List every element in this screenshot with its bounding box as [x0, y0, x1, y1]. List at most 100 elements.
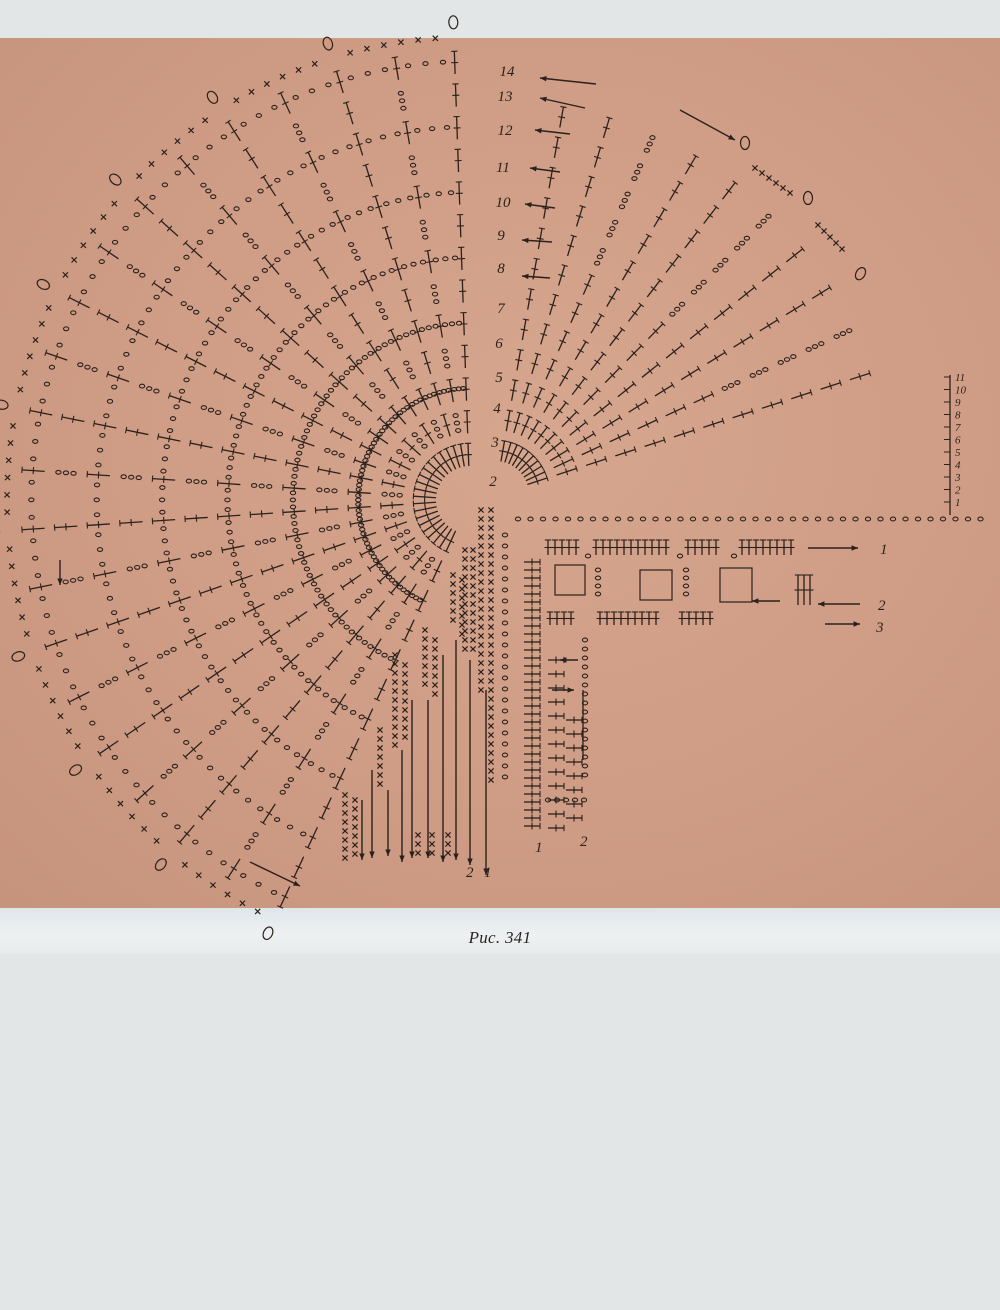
chain-stitch-symbol — [448, 321, 456, 327]
chain-stitch-symbol — [240, 342, 248, 348]
chain-stitch-symbol — [430, 391, 438, 397]
single-crochet-symbol — [391, 651, 399, 659]
chain-stitch-symbol — [173, 266, 181, 272]
chain-stitch-symbol — [166, 428, 174, 434]
chain-stitch-symbol — [362, 536, 369, 542]
arrow-head — [522, 237, 529, 244]
single-crochet-symbol — [376, 753, 384, 761]
chain-stitch-symbol — [442, 256, 449, 262]
chain-stitch-symbol — [138, 320, 145, 326]
chain-stitch-symbol — [145, 687, 152, 693]
double-crochet-top — [318, 816, 325, 820]
single-crochet-symbol — [779, 184, 787, 192]
chain-stitch-symbol — [161, 812, 168, 818]
chain-stitch-symbol — [455, 320, 463, 326]
double-crochet-bar — [559, 339, 567, 344]
double-crochet-bar — [799, 392, 803, 400]
chain-stitch-symbol — [777, 359, 784, 365]
chain-stitch-symbol — [271, 104, 278, 110]
chain-stitch-symbol — [381, 67, 389, 73]
double-crochet-top — [530, 453, 537, 459]
chain-stitch-symbol — [396, 492, 403, 498]
double-crochet-top — [750, 408, 754, 415]
double-crochet-top — [721, 417, 725, 425]
double-crochet-top — [573, 409, 580, 415]
double-crochet-top — [435, 314, 442, 317]
double-crochet-bar — [191, 247, 197, 254]
single-crochet-symbol — [469, 627, 477, 635]
chain-stitch-symbol — [682, 591, 690, 597]
chain-stitch-symbol — [257, 686, 264, 692]
double-crochet-top — [591, 430, 597, 437]
chain-stitch-symbol — [393, 611, 400, 617]
chain-stitch-symbol — [240, 873, 247, 878]
single-crochet-symbol — [469, 600, 477, 608]
double-crochet-bar — [77, 299, 82, 307]
double-crochet-bar — [713, 354, 719, 362]
chain-stitch-symbol — [323, 487, 331, 493]
row-number: 2 — [489, 474, 497, 490]
double-crochet-top — [749, 333, 754, 340]
chain-stitch-symbol — [169, 578, 177, 584]
scale-label: 9 — [955, 397, 961, 409]
double-crochet-top — [158, 218, 164, 224]
chain-stitch-symbol — [338, 375, 345, 381]
chain-stitch-symbol — [296, 450, 303, 456]
chain-stitch-symbol — [501, 576, 509, 582]
chain-stitch-symbol — [103, 413, 110, 419]
double-crochet-top — [304, 845, 311, 850]
chain-stitch-symbol — [122, 768, 129, 774]
chain-stitch-symbol — [289, 504, 297, 510]
double-crochet-top — [710, 390, 715, 398]
chain-stitch-symbol — [291, 330, 298, 336]
single-crochet-symbol — [397, 39, 404, 46]
double-crochet-top — [219, 790, 225, 796]
double-crochet-bar — [116, 374, 120, 382]
chain-stitch-symbol — [382, 514, 390, 520]
chain-stitch-symbol — [381, 424, 389, 430]
chain-stitch-symbol — [305, 678, 312, 684]
chain-stitch-symbol — [169, 416, 177, 422]
picot-symbol — [262, 926, 274, 941]
chain-stitch-symbol — [678, 301, 686, 307]
chain-stitch-symbol — [298, 443, 305, 449]
chain-stitch-symbol — [733, 245, 741, 251]
chain-stitch-symbol — [70, 470, 77, 476]
double-crochet-top — [507, 441, 515, 444]
chain-stitch-symbol — [914, 516, 922, 522]
double-crochet-top — [205, 676, 210, 683]
chain-stitch-symbol — [43, 381, 51, 387]
double-crochet-bar — [289, 706, 296, 712]
chain-stitch-symbol — [375, 345, 382, 351]
chain-stitch-symbol — [243, 402, 250, 408]
double-crochet-bar — [135, 328, 140, 336]
single-crochet-symbol — [391, 705, 399, 713]
double-crochet-top — [207, 262, 213, 268]
chain-stitch-symbol — [261, 267, 269, 273]
chain-stitch-symbol — [103, 581, 110, 587]
double-crochet-top — [349, 472, 352, 479]
chain-stitch-symbol — [379, 428, 386, 434]
double-crochet-bar — [623, 387, 629, 394]
chain-stitch-symbol — [153, 388, 160, 394]
single-crochet-symbol — [401, 706, 409, 714]
double-crochet-top — [291, 558, 295, 565]
double-crochet-top — [279, 327, 285, 334]
chain-stitch-symbol — [141, 563, 148, 569]
double-crochet-bar — [394, 267, 402, 271]
double-crochet-bar — [312, 357, 318, 363]
chain-stitch-symbol — [383, 201, 390, 207]
double-crochet-bar — [209, 586, 213, 594]
single-crochet-symbol — [477, 686, 485, 694]
double-crochet-bar — [688, 237, 695, 243]
chain-stitch-symbol — [263, 629, 270, 635]
double-crochet-bar — [424, 505, 427, 513]
chain-stitch-symbol — [303, 428, 311, 434]
chain-stitch-symbol — [389, 618, 396, 624]
double-crochet-top — [559, 438, 565, 445]
chain-stitch-symbol — [682, 567, 690, 573]
chain-stitch-symbol — [160, 526, 167, 532]
single-crochet-symbol — [458, 621, 466, 629]
arrow-head — [399, 855, 405, 862]
chain-stitch-symbol — [501, 686, 509, 692]
